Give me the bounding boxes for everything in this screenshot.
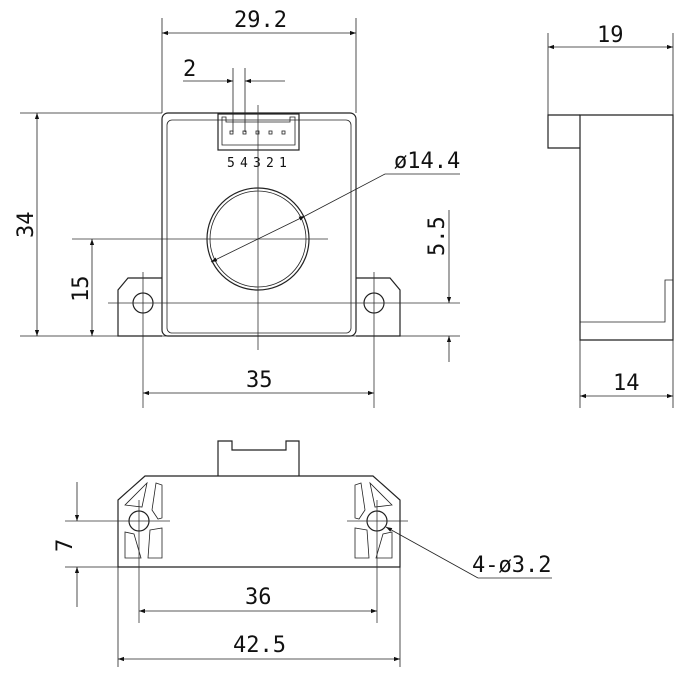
connector <box>217 113 300 151</box>
front-body-outline <box>161 112 357 337</box>
dim-center-height-label: 15 <box>69 276 94 303</box>
dim-hole-offset-label: 7 <box>53 539 78 552</box>
bottom-view: 7 36 42.5 4-ø3.2 <box>53 440 552 667</box>
dim-mount-offset-label: 5.5 <box>425 216 450 256</box>
pin-label-3: 3 <box>253 156 261 171</box>
pin-label-4: 4 <box>240 156 248 171</box>
dim-pin-pitch-label: 2 <box>183 57 196 82</box>
dim-height-label: 34 <box>14 212 39 239</box>
bottom-body <box>117 475 401 568</box>
side-connector-tab <box>547 114 580 149</box>
side-view: 19 14 <box>547 23 674 408</box>
bottom-connector <box>217 440 300 476</box>
left-mounting-ear <box>117 277 162 337</box>
pin-label-1: 1 <box>279 156 287 171</box>
dim-mount-holes-label: 4-ø3.2 <box>472 553 551 578</box>
pin-label-2: 2 <box>266 156 274 171</box>
dim-depth-total-label: 19 <box>597 23 624 48</box>
dim-mount-spacing-label: 35 <box>246 368 273 393</box>
dim-width-label: 29.2 <box>234 8 287 33</box>
front-body-inner <box>166 119 352 334</box>
side-body <box>579 114 674 341</box>
dim-hole-diameter-label: ø14.4 <box>394 149 460 174</box>
front-view: 5 4 3 2 1 29.2 2 ø14.4 34 15 5.5 35 <box>14 8 460 408</box>
pin-label-5: 5 <box>227 156 235 171</box>
side-step <box>580 279 673 323</box>
right-rib-pattern <box>354 481 393 559</box>
left-rib-pattern <box>124 481 163 559</box>
right-mounting-ear <box>356 277 401 337</box>
dim-total-width-label: 42.5 <box>233 633 286 658</box>
connector-housing <box>217 113 300 151</box>
dim-depth-body-label: 14 <box>613 371 640 396</box>
dim-hole-spacing-label: 36 <box>245 585 272 610</box>
pin-labels: 5 4 3 2 1 <box>227 156 287 171</box>
